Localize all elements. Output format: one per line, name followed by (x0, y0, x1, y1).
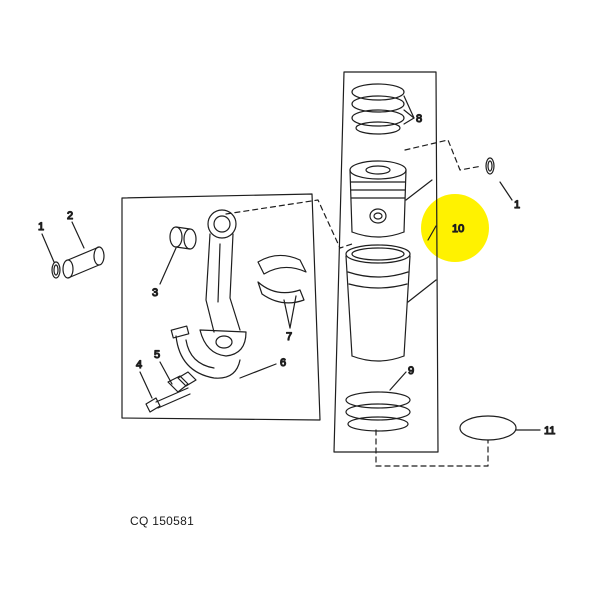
assembly-dashed-lines (225, 139, 489, 467)
nut-icon (167, 371, 197, 393)
piston-icon (349, 160, 407, 238)
highlight-marker (421, 194, 489, 262)
callout-10: 10 (452, 223, 464, 235)
bearing-insert-icon (257, 254, 307, 304)
callout-6: 6 (280, 357, 286, 369)
piston-liner-group-frame (333, 71, 439, 453)
bolt-icon (145, 387, 191, 413)
snap-ring-icon (485, 157, 495, 175)
callout-3: 3 (152, 287, 158, 299)
callout-1-left: 1 (38, 221, 44, 233)
piston-pin-icon (62, 246, 105, 279)
callout-4: 4 (136, 359, 142, 371)
snap-ring-icon (51, 261, 61, 279)
bushing-icon (169, 226, 197, 250)
callout-5: 5 (154, 349, 160, 361)
piston-rings-icon (351, 83, 405, 135)
connecting-rod-group-frame (121, 193, 321, 421)
leader-lines (41, 95, 541, 431)
callout-8: 8 (416, 113, 422, 125)
packing-ring-icon (345, 391, 411, 432)
callout-1-right: 1 (514, 199, 520, 211)
cylinder-liner-icon (345, 244, 411, 362)
callout-9: 9 (408, 365, 414, 377)
figure-id-label: CQ 150581 (130, 514, 195, 528)
callout-11: 11 (544, 425, 555, 437)
o-ring-icon (459, 415, 517, 441)
connecting-rod-icon (170, 209, 247, 379)
callout-7: 7 (286, 331, 292, 343)
callout-2: 2 (67, 210, 73, 222)
